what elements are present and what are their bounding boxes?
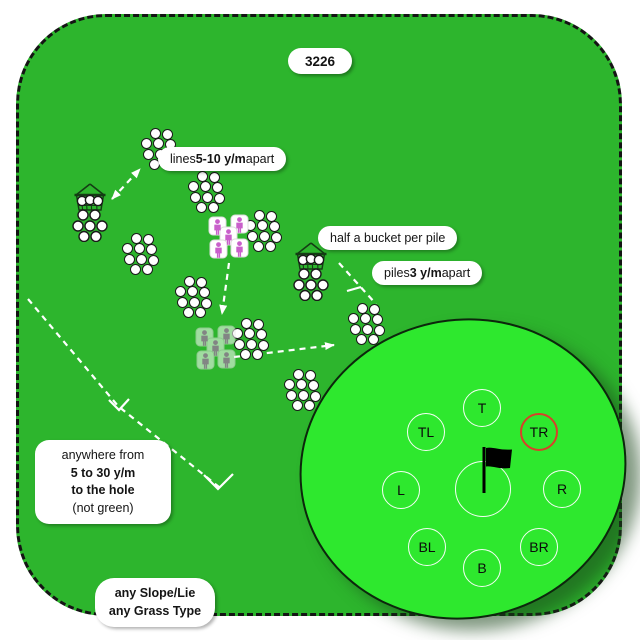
drill-number-badge: 3226 <box>288 48 352 74</box>
